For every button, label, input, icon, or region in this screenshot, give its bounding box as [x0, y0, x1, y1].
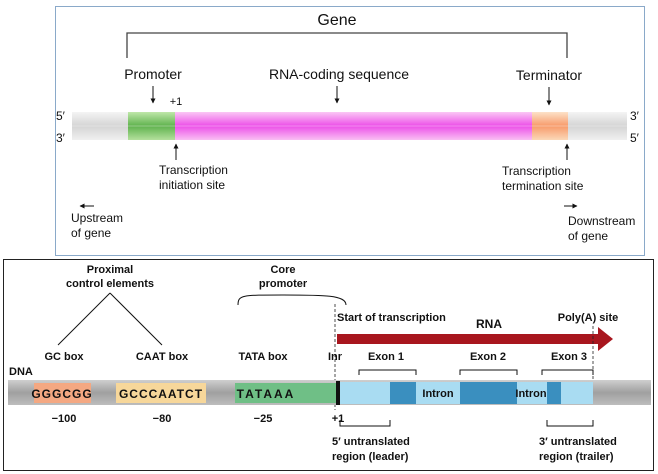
caat-box-sequence: GCCCAATCT: [119, 387, 203, 401]
plus-one-label: +1: [170, 96, 183, 108]
gc-box-label: GC box: [44, 351, 84, 363]
core-promoter-line1: Core: [270, 264, 295, 276]
start-of-transcription-label: Start of transcription: [337, 312, 446, 324]
tata-box-label: TATA box: [238, 351, 288, 363]
gc-box-sequence: GGGCGG: [31, 387, 92, 401]
utr5-line2: region (leader): [332, 451, 409, 463]
intron2-region: [517, 382, 547, 404]
rna-label: RNA: [476, 317, 502, 331]
start-site-marker: [336, 381, 340, 405]
terminator-region: [532, 112, 568, 140]
terminator-label: Terminator: [516, 67, 582, 83]
downstream-line2: of gene: [568, 229, 608, 243]
three-prime-left: 3′: [56, 131, 66, 145]
exon2-label: Exon 2: [470, 351, 506, 363]
proximal-line-caat: [109, 292, 163, 346]
five-prime-right: 5′: [630, 131, 640, 145]
intron2-label: Intron: [515, 388, 546, 400]
downstream-line1: Downstream: [568, 214, 635, 228]
utr3-region: [561, 382, 593, 404]
exon1-bracket: [358, 369, 417, 375]
polya-site-label: Poly(A) site: [558, 312, 619, 324]
inr-element: [330, 383, 336, 403]
core-promoter-line2: promoter: [259, 278, 308, 290]
tata-box-position: −25: [254, 413, 273, 425]
promoter-region: [128, 112, 175, 140]
exon1-region: [390, 382, 416, 404]
eukaryotic-gene-diagram: Proximal control elements Core promoter …: [8, 264, 651, 463]
gene-bracket: [126, 32, 568, 58]
caat-box-label: CAAT box: [136, 351, 189, 363]
rna-coding-sequence-label: RNA-coding sequence: [269, 66, 409, 82]
eukaryotic-gene-panel: Proximal control elements Core promoter …: [3, 259, 654, 471]
plus-one-position: +1: [332, 413, 345, 425]
core-promoter-bracket: [237, 294, 347, 306]
initiation-site-line2: initiation site: [159, 178, 225, 192]
tata-box-sequence: TATAAA: [237, 387, 296, 401]
initiation-site-line1: Transcription: [159, 163, 228, 177]
gc-box-position: −100: [52, 413, 77, 425]
caat-box: [116, 383, 206, 403]
exon3-region: [547, 382, 561, 404]
utr5-line1: 5′ untranslated: [332, 436, 410, 448]
utr5-region: [340, 382, 390, 404]
utr3-bracket: [546, 420, 594, 427]
utr3-line1: 3′ untranslated: [539, 436, 617, 448]
inr-label: Inr: [328, 351, 343, 363]
upstream-line2: of gene: [71, 226, 111, 240]
proximal-line-gc: [57, 292, 111, 346]
intron1-region: [416, 382, 460, 404]
five-prime-left: 5′: [56, 109, 66, 123]
intron1-label: Intron: [422, 388, 453, 400]
gene-overview-diagram: Gene Promoter RNA-coding sequence Termin…: [56, 12, 640, 243]
gene-label: Gene: [317, 12, 356, 29]
utr3-line2: region (trailer): [539, 451, 614, 463]
exon3-bracket: [541, 369, 594, 375]
exon2-region: [460, 382, 517, 404]
termination-site-line2: termination site: [502, 179, 584, 193]
promoter-label: Promoter: [124, 66, 182, 82]
exon3-label: Exon 3: [551, 351, 587, 363]
utr5-bracket: [339, 420, 391, 427]
upstream-line1: Upstream: [71, 211, 123, 225]
gene-overview-panel: Gene Promoter RNA-coding sequence Termin…: [55, 6, 645, 256]
exon1-label: Exon 1: [368, 351, 404, 363]
rna-arrow: [337, 327, 613, 351]
rna-coding-region: [175, 112, 532, 140]
termination-site-line1: Transcription: [502, 164, 571, 178]
proximal-line2: control elements: [66, 278, 154, 290]
tata-box: [235, 383, 330, 403]
caat-box-position: −80: [153, 413, 172, 425]
three-prime-right: 3′: [630, 109, 640, 123]
exon2-bracket: [459, 369, 518, 375]
gc-box: [34, 383, 91, 403]
dna-label: DNA: [9, 366, 33, 378]
proximal-line1: Proximal: [87, 264, 133, 276]
